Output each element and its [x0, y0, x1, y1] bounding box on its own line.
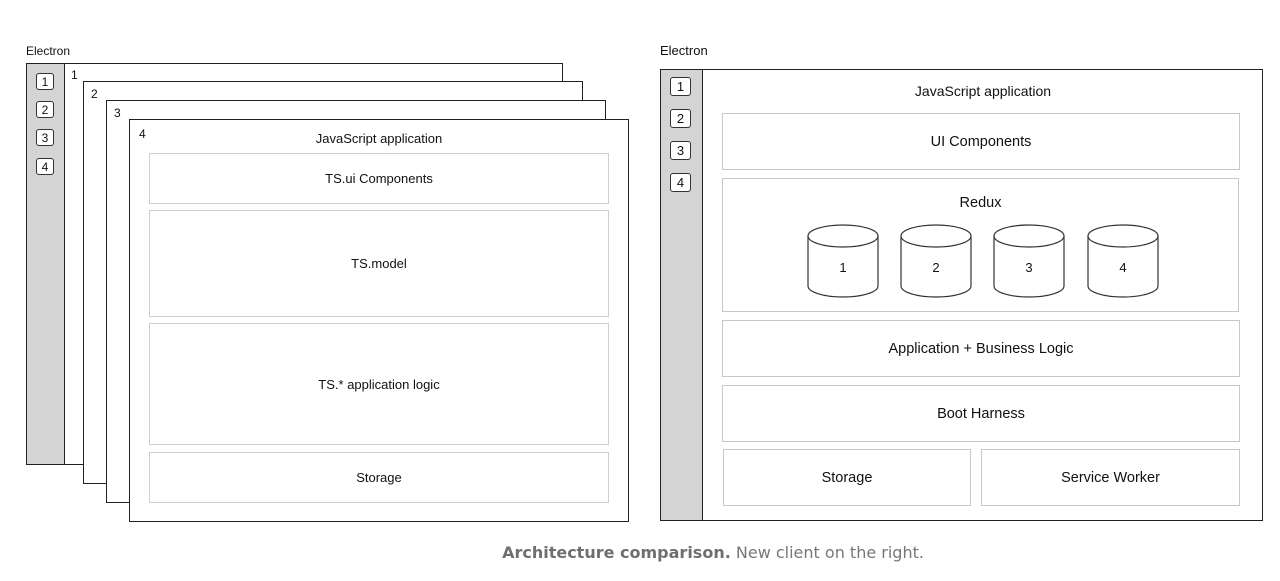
store-cylinder-3 [993, 224, 1065, 298]
right-panel-business-logic: Application + Business Logic [722, 320, 1240, 377]
panel-label: Storage [821, 469, 873, 486]
panel-label: TS.model [351, 256, 407, 271]
left-tab-3[interactable]: 3 [36, 129, 54, 146]
store-label-2: 2 [932, 260, 940, 275]
left-electron-label: Electron [26, 44, 71, 58]
store-cylinder-4 [1087, 224, 1159, 298]
right-panel-storage: Storage [723, 449, 971, 506]
redux-title: Redux [959, 195, 1002, 211]
right-panel-service-worker: Service Worker [981, 449, 1240, 506]
panel-label: TS.ui Components [325, 171, 433, 186]
caption-bold: Architecture comparison. [502, 543, 731, 562]
left-window-number: 1 [71, 68, 78, 82]
right-app-title: JavaScript application [914, 83, 1052, 99]
panel-label: Application + Business Logic [888, 340, 1074, 357]
right-panel-ui-components: UI Components [722, 113, 1240, 170]
caption-text: New client on the right. [730, 543, 924, 562]
store-label-4: 4 [1119, 260, 1127, 275]
right-electron-label: Electron [660, 43, 708, 58]
right-panel-boot-harness: Boot Harness [722, 385, 1240, 442]
left-panel-ui-components: TS.ui Components [149, 153, 609, 204]
left-panel-storage: Storage [149, 452, 609, 503]
left-electron-sidebar [26, 63, 66, 465]
store-cylinder-1 [807, 224, 879, 298]
redux-stores [807, 224, 1159, 298]
panel-label: Boot Harness [937, 405, 1025, 422]
left-panel-application-logic: TS.* application logic [149, 323, 609, 445]
right-electron-sidebar [660, 69, 703, 521]
panel-label: TS.* application logic [318, 376, 440, 392]
store-cylinder-2 [900, 224, 972, 298]
left-window-number: 4 [139, 127, 146, 141]
left-tab-4[interactable]: 4 [36, 158, 54, 175]
left-window-number: 2 [91, 87, 98, 101]
left-panel-model: TS.model [149, 210, 609, 317]
right-tab-1[interactable]: 1 [670, 77, 691, 96]
left-window-number: 3 [114, 106, 121, 120]
panel-label: UI Components [930, 133, 1032, 150]
panel-label: Storage [356, 470, 402, 485]
store-label-1: 1 [839, 260, 847, 275]
left-app-title: JavaScript application [315, 131, 443, 146]
right-tab-3[interactable]: 3 [670, 141, 691, 160]
right-tab-4[interactable]: 4 [670, 173, 691, 192]
left-tab-1[interactable]: 1 [36, 73, 54, 90]
left-tab-2[interactable]: 2 [36, 101, 54, 118]
store-label-3: 3 [1025, 260, 1033, 275]
figure-caption: Architecture comparison. New client on t… [0, 543, 1280, 562]
right-tab-2[interactable]: 2 [670, 109, 691, 128]
panel-label: Service Worker [1061, 469, 1160, 486]
